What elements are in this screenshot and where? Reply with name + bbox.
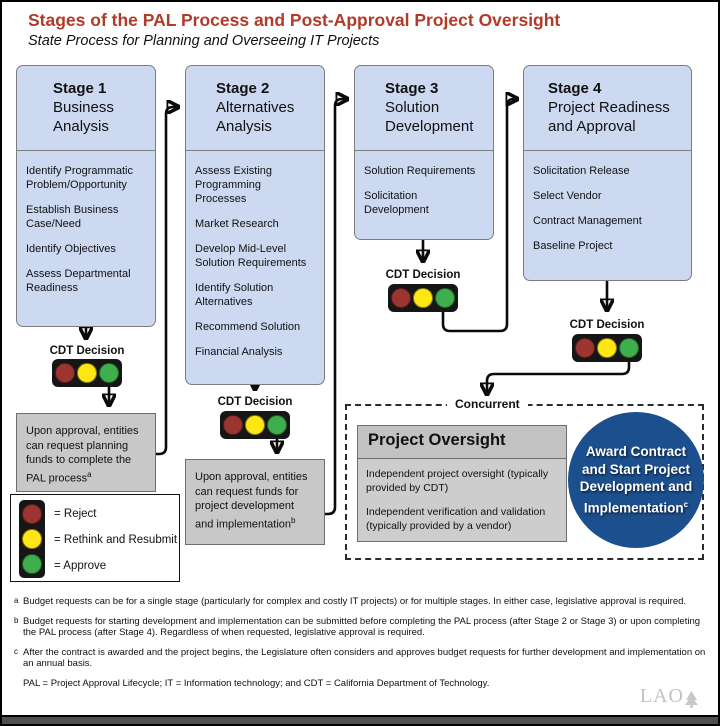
note-text: Upon approval, entities can request plan… <box>26 425 139 485</box>
traffic-light-3 <box>388 284 458 312</box>
cdt-decision-label-2: CDT Decision <box>217 396 293 408</box>
stage1-items: Identify Programmatic Problem/Opportunit… <box>17 151 155 295</box>
stage1-name: Stage 1 <box>53 80 107 97</box>
stage1-item: Establish Business Case/Need <box>26 204 119 230</box>
stage3-header: Stage 3 Solution Development <box>355 66 493 151</box>
legend-labels: = Reject = Rethink and Resubmit = Approv… <box>54 500 177 581</box>
award-contract-text: Award Contract and Start Project Develop… <box>579 444 693 516</box>
figure-subtitle: State Process for Planning and Overseein… <box>28 33 380 49</box>
red-light-icon <box>22 504 42 524</box>
stage2-item: Develop Mid-Level Solution Requirements <box>195 243 307 269</box>
cdt-decision-label-1: CDT Decision <box>49 345 125 357</box>
stage3-items: Solution Requirements Solicitation Devel… <box>355 151 493 217</box>
oversight-item: Independent project oversight (typically… <box>366 468 549 494</box>
stage4-box: Stage 4 Project Readiness and Approval S… <box>523 65 692 281</box>
lao-logo: LAO <box>640 685 698 708</box>
stage2-item: Recommend Solution <box>195 321 301 333</box>
yellow-light-icon <box>597 338 617 358</box>
project-oversight-body: Independent project oversight (typically… <box>358 459 566 553</box>
footnote-ref-b: b <box>291 515 296 525</box>
figure-title: Stages of the PAL Process and Post-Appro… <box>28 10 561 30</box>
legend-rethink-label: = Rethink and Resubmit <box>54 534 178 546</box>
traffic-light-4 <box>572 334 642 362</box>
stage1-item: Identify Objectives <box>26 243 116 255</box>
stage2-item: Market Research <box>195 218 279 230</box>
green-light-icon <box>435 288 455 308</box>
stage4-items: Solicitation Release Select Vendor Contr… <box>524 151 691 253</box>
lao-logo-text: LAO <box>639 685 684 707</box>
stage1-subtitle: Business Analysis <box>53 99 114 135</box>
concurrent-label: Concurrent <box>447 397 528 411</box>
red-light-icon <box>223 415 243 435</box>
green-light-icon <box>99 363 119 383</box>
stage3-item: Solicitation Development <box>364 190 429 216</box>
stage2-subtitle: Alternatives Analysis <box>216 99 295 135</box>
stage3-subtitle: Solution Development <box>385 99 474 135</box>
project-oversight-title: Project Oversight <box>358 426 566 459</box>
legend-reject-label: = Reject <box>54 508 97 520</box>
stage4-header: Stage 4 Project Readiness and Approval <box>524 66 691 151</box>
legend-traffic-light-icon <box>19 500 45 578</box>
yellow-light-icon <box>77 363 97 383</box>
cdt-decision-label-4: CDT Decision <box>569 319 645 331</box>
stage2-item: Assess Existing Programming Processes <box>195 165 273 205</box>
award-contract-circle: Award Contract and Start Project Develop… <box>568 412 704 548</box>
yellow-light-icon <box>245 415 265 435</box>
traffic-light-1 <box>52 359 122 387</box>
footnote-ref-c: c <box>683 499 689 509</box>
note-text: Upon approval, entities can request fund… <box>195 471 308 531</box>
arrow-cdt4-to-concurrent <box>487 362 631 392</box>
green-light-icon <box>22 554 42 574</box>
stage4-item: Contract Management <box>533 215 642 227</box>
oversight-item: Independent verification and validation … <box>366 506 546 532</box>
bottom-border-strip <box>2 715 718 724</box>
stage2-item: Financial Analysis <box>195 346 283 358</box>
traffic-light-legend: = Reject = Rethink and Resubmit = Approv… <box>10 494 180 582</box>
stage4-name: Stage 4 <box>548 80 602 97</box>
legend-approve-label: = Approve <box>54 560 107 572</box>
stage4-subtitle: Project Readiness and Approval <box>548 99 670 135</box>
project-oversight-box: Project Oversight Independent project ov… <box>357 425 567 542</box>
yellow-light-icon <box>22 529 42 549</box>
stage3-box: Stage 3 Solution Development Solution Re… <box>354 65 494 240</box>
stage3-item: Solution Requirements <box>364 165 476 177</box>
stage2-header: Stage 2 Alternatives Analysis <box>186 66 324 151</box>
stage2-approval-note: Upon approval, entities can request fund… <box>185 459 325 545</box>
stage4-item: Baseline Project <box>533 240 613 252</box>
stage2-name: Stage 2 <box>216 80 270 97</box>
stage1-item: Identify Programmatic Problem/Opportunit… <box>26 165 133 191</box>
cdt-decision-label-3: CDT Decision <box>385 269 461 281</box>
footnote-ref-a: a <box>87 469 92 479</box>
stage2-items: Assess Existing Programming Processes Ma… <box>186 151 324 359</box>
yellow-light-icon <box>413 288 433 308</box>
stage4-item: Select Vendor <box>533 190 602 202</box>
red-light-icon <box>575 338 595 358</box>
stage4-item: Solicitation Release <box>533 165 630 177</box>
green-light-icon <box>267 415 287 435</box>
stage1-box: Stage 1 Business Analysis Identify Progr… <box>16 65 156 327</box>
abbreviations-line: PAL = Project Approval Lifecycle; IT = I… <box>23 677 490 689</box>
stage2-item: Identify Solution Alternatives <box>195 282 274 308</box>
stage1-item: Assess Departmental Readiness <box>26 268 131 294</box>
concurrent-region: Concurrent Project Oversight Independent… <box>345 397 704 560</box>
traffic-light-2 <box>220 411 290 439</box>
stage2-box: Stage 2 Alternatives Analysis Assess Exi… <box>185 65 325 385</box>
red-light-icon <box>55 363 75 383</box>
stage1-header: Stage 1 Business Analysis <box>17 66 155 151</box>
green-light-icon <box>619 338 639 358</box>
stage3-name: Stage 3 <box>385 80 439 97</box>
lao-logo-tree-icon <box>685 691 698 708</box>
red-light-icon <box>391 288 411 308</box>
stage1-approval-note: Upon approval, entities can request plan… <box>16 413 156 492</box>
